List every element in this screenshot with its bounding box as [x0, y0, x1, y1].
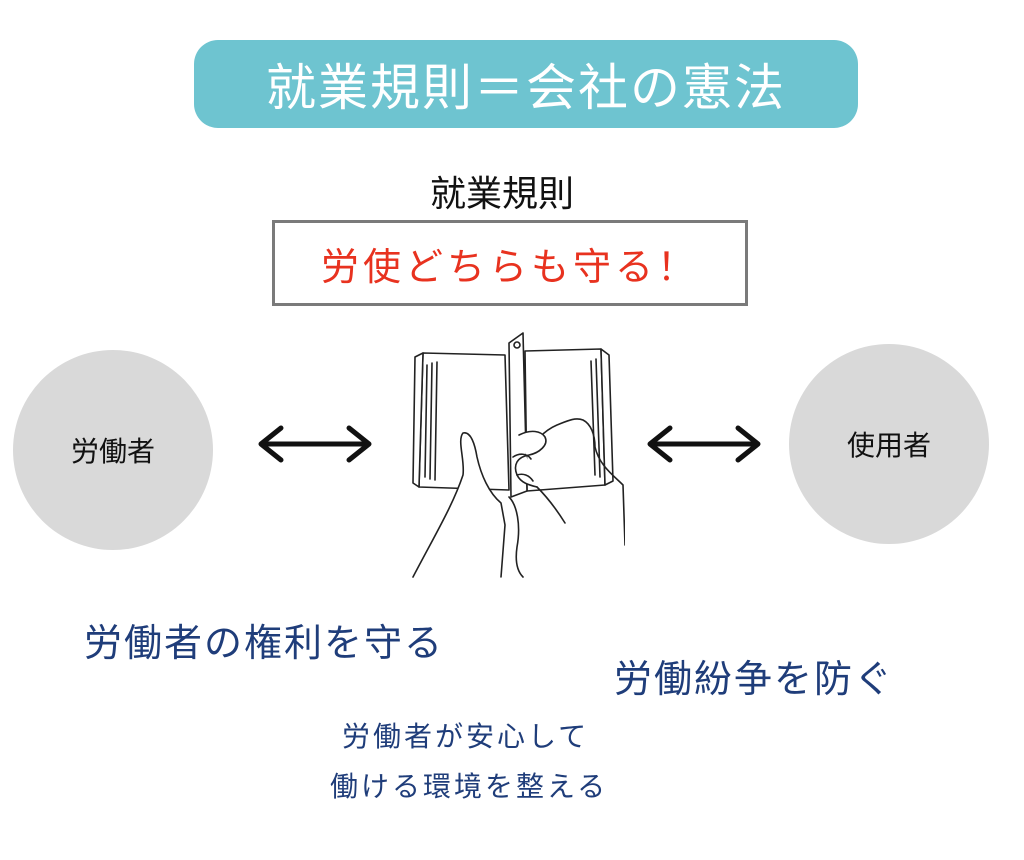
worker-circle: 労働者 — [13, 350, 213, 550]
dispute-prevention-caption: 労働紛争を防ぐ — [614, 657, 895, 701]
open-book-hands-icon — [412, 332, 625, 578]
title-banner: 就業規則＝会社の憲法 — [194, 40, 858, 128]
rules-box-text: 労使どちらも守る！ — [320, 244, 699, 289]
employer-label: 使用者 — [846, 429, 931, 462]
page-title: 就業規則＝会社の憲法 — [266, 59, 786, 117]
worker-label: 労働者 — [70, 435, 155, 468]
rules-label: 就業規則 — [429, 174, 574, 215]
worker-rights-caption: 労働者の権利を守る — [84, 621, 445, 665]
double-arrow-right-icon — [647, 425, 761, 463]
environment-caption-line2: 働ける環境を整える — [330, 770, 609, 803]
rules-box: 労使どちらも守る！ — [272, 220, 748, 306]
environment-caption-line1: 労働者が安心して — [342, 720, 590, 753]
employer-circle: 使用者 — [789, 344, 989, 544]
double-arrow-left-icon — [258, 425, 372, 463]
